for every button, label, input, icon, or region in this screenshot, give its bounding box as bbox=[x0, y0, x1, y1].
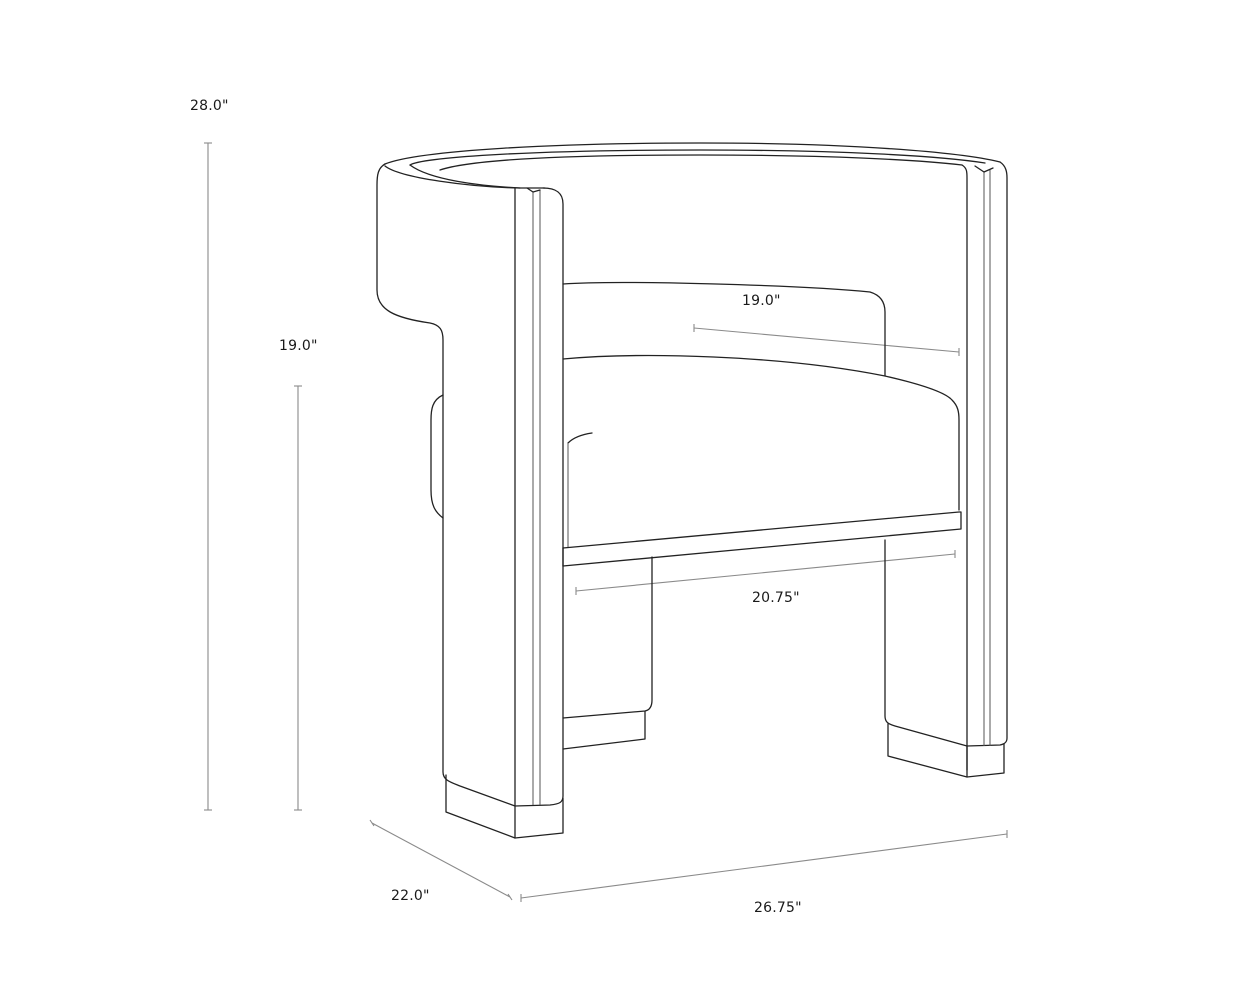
chair-outline bbox=[376, 142, 1008, 839]
depth-label: 22.0" bbox=[391, 888, 430, 904]
dimension-lines bbox=[204, 142, 1008, 902]
overall-height-label: 28.0" bbox=[190, 98, 229, 114]
seat-width-label: 20.75" bbox=[752, 590, 800, 606]
overall-width-label: 26.75" bbox=[754, 900, 802, 916]
seat-height-label: 19.0" bbox=[279, 338, 318, 354]
inner-back-width-label: 19.0" bbox=[742, 293, 781, 309]
